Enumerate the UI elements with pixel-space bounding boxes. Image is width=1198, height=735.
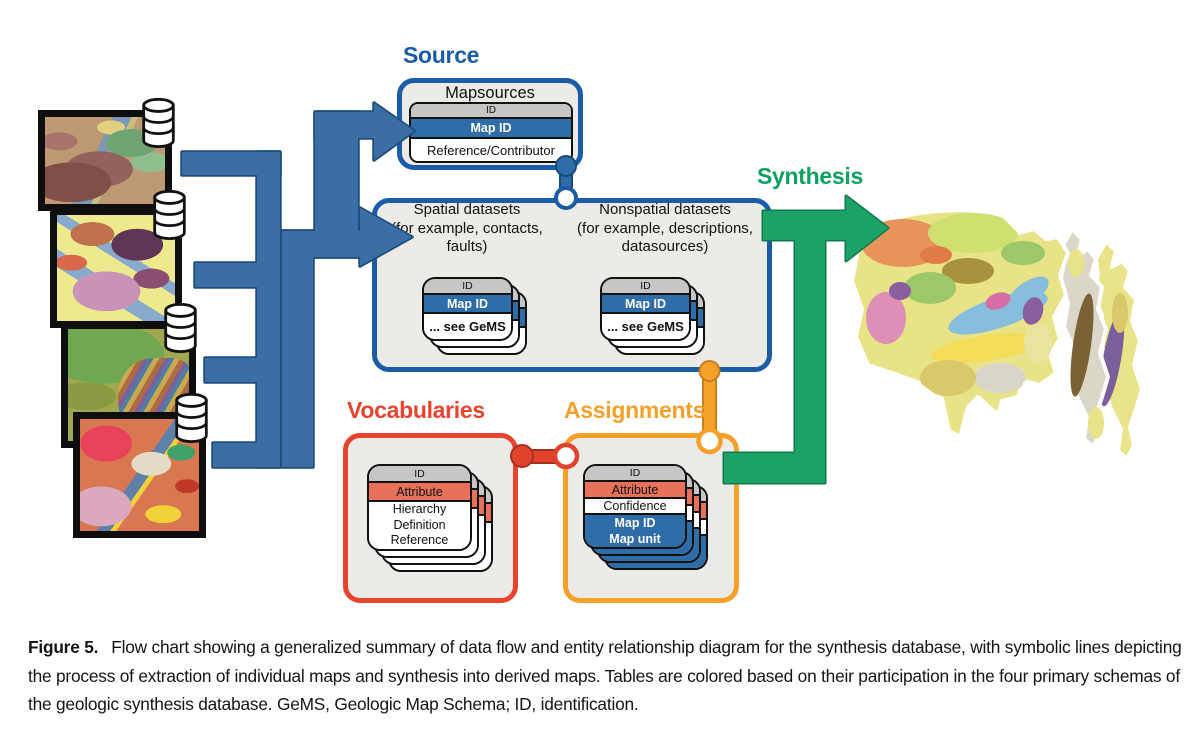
mapsources-table: ID Map ID Reference/Contributor [409, 102, 573, 163]
synthesis-label: Synthesis [757, 163, 863, 189]
caption-text: Flow chart showing a generalized summary… [28, 637, 1182, 714]
vocabularies-label: Vocabularies [347, 397, 485, 423]
database-icon [164, 303, 197, 353]
map-slice-east-1 [1058, 227, 1110, 449]
vocabularies-card: ID Attribute Hierarchy Definition Refere… [367, 464, 472, 551]
vocabulary-fields: Hierarchy Definition Reference [369, 500, 470, 549]
us-geologic-map [850, 208, 1144, 461]
nonspatial-datasets-title: Nonspatial datasets (for example, descri… [577, 201, 753, 255]
map-main-body [850, 208, 1070, 439]
nonspatial-card: ID Map ID ... see GeMS [600, 277, 691, 341]
database-icon [175, 393, 208, 443]
table-row-id: ID [411, 104, 571, 117]
table-row-reference: Reference/Contributor [411, 137, 571, 161]
assignments-card: ID Attribute Confidence Map ID Map unit [583, 464, 687, 549]
caption-label: Figure 5. [28, 637, 99, 657]
table-row-map-id: Map ID [411, 117, 571, 137]
assignments-label: Assignments [564, 397, 706, 423]
spatial-datasets-title: Spatial datasets (for example, contacts,… [391, 201, 543, 255]
source-label: Source [403, 42, 480, 68]
database-icon [142, 98, 175, 148]
database-icon [153, 190, 186, 240]
mapsources-title: Mapsources [445, 84, 535, 102]
spatial-card: ID Map ID ... see GeMS [422, 277, 513, 341]
figure-caption: Figure 5.Flow chart showing a generalize… [28, 633, 1186, 719]
